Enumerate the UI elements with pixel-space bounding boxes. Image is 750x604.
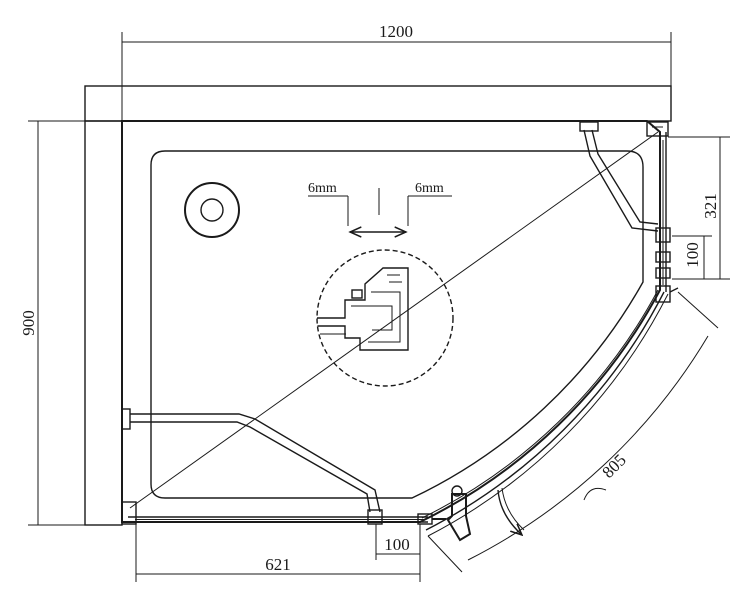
dimension-arc-label: 805 — [598, 450, 629, 481]
dimension-right-upper-label: 321 — [701, 193, 720, 219]
wall-profile-bottom-left — [121, 501, 137, 525]
support-bar-right — [583, 129, 659, 232]
bottom-panel — [128, 516, 428, 523]
diagonal-line — [129, 131, 659, 509]
dimension-height-label: 900 — [19, 310, 38, 336]
bottom-joints — [367, 509, 446, 525]
radius-marker — [583, 487, 607, 501]
dimension-width-label: 1200 — [379, 22, 413, 41]
dimension-bottom — [135, 524, 421, 582]
right-panel — [659, 132, 667, 292]
dimension-bottom-label: 621 — [265, 555, 291, 574]
dimension-bottom-small-label: 100 — [384, 535, 410, 554]
support-bar-left — [130, 413, 381, 513]
top-mount — [579, 121, 599, 132]
right-joints — [655, 227, 679, 303]
tray-basin — [150, 150, 644, 499]
door-swing-arrow — [497, 487, 525, 535]
left-mount — [121, 408, 131, 430]
dimension-arc — [427, 291, 719, 573]
wall-top — [84, 85, 672, 122]
wall-profile-top-right — [646, 121, 669, 137]
door-handle — [446, 485, 472, 542]
dimension-height — [28, 120, 122, 526]
gap-label-right: 6mm — [415, 181, 444, 196]
drain-icon — [184, 182, 240, 238]
tray-outline — [121, 120, 661, 523]
detail-callout — [308, 188, 454, 387]
dimension-right-lower-label: 100 — [683, 242, 702, 268]
dimension-right — [668, 136, 730, 280]
gap-label-left: 6mm — [308, 181, 337, 196]
profile-detail — [317, 267, 409, 351]
wall-left — [84, 120, 123, 526]
dimension-width — [121, 32, 672, 121]
